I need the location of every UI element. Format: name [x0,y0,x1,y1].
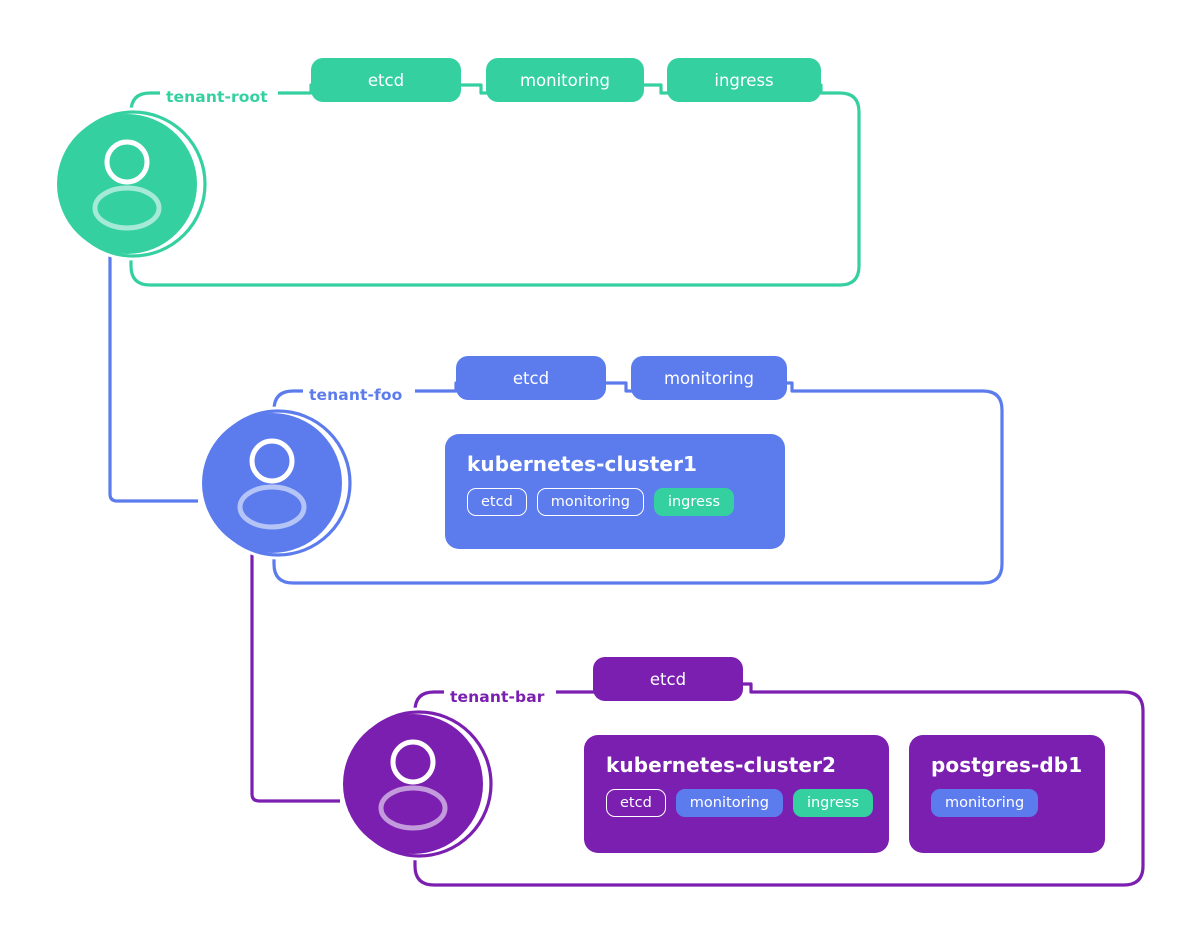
pill-etcd[interactable]: etcd [467,488,527,516]
tenant-bar-avatar-body [378,785,448,831]
pill-ingress[interactable]: ingress [792,789,874,817]
tenant-label-tenant-foo: tenant-foo [309,386,403,404]
resource-card-kubernetes-cluster2[interactable]: kubernetes-cluster2 etcd monitoring ingr… [584,735,889,853]
tenant-bar-label-gap [444,684,556,701]
tenant-bar-avatar-head [390,739,436,785]
pill-monitoring[interactable]: monitoring [931,789,1039,817]
resource-card-kubernetes-cluster1[interactable]: kubernetes-cluster1 etcd monitoring ingr… [445,434,785,549]
pill-monitoring[interactable]: monitoring [675,789,783,817]
tenant-label-tenant-bar: tenant-bar [450,688,545,706]
pill-monitoring[interactable]: monitoring [536,488,644,516]
resource-card-postgres-db1[interactable]: postgres-db1 monitoring [909,735,1105,853]
tenant-root-avatar-body [92,185,162,231]
tenant-foo-avatar-head [249,438,295,484]
connector-foo-to-bar [250,552,340,803]
pill-ingress[interactable]: ingress [653,488,735,516]
connector-root-to-foo [108,252,198,503]
tenant-foo-label-gap [303,383,415,400]
resource-title: kubernetes-cluster2 [606,753,837,777]
tenant-label-tenant-root: tenant-root [166,88,268,106]
tenant-root-tab-etcd[interactable]: etcd [311,58,461,102]
tenant-foo-tab-monitoring[interactable]: monitoring [631,356,787,400]
tenant-bar-container-outline [413,682,1145,887]
tenant-root-tab-ingress[interactable]: ingress [667,58,821,102]
resource-pill-row: monitoring [931,789,1083,817]
tenant-bar-tab-etcd[interactable]: etcd [593,657,743,701]
tenant-root-avatar-head [104,139,150,185]
resource-title: postgres-db1 [931,753,1083,777]
tenant-root-tab-monitoring[interactable]: monitoring [486,58,644,102]
tenant-foo-avatar-body [237,484,307,530]
resource-title: kubernetes-cluster1 [467,452,698,476]
resource-pill-row: etcd monitoring ingress [606,789,874,817]
pill-etcd[interactable]: etcd [606,789,666,817]
resource-pill-row: etcd monitoring ingress [467,488,763,516]
tenant-foo-tab-etcd[interactable]: etcd [456,356,606,400]
tenant-root-label-gap [160,85,278,102]
